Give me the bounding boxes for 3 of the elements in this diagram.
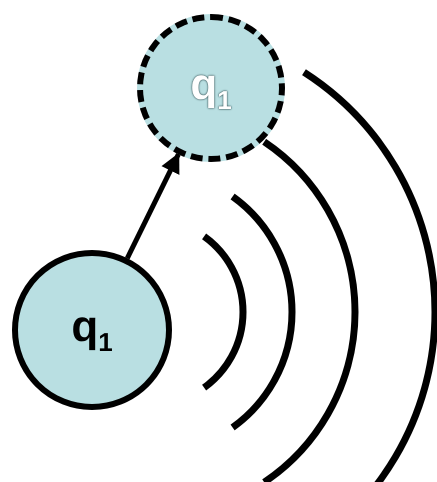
node-label: q$_{1}$ bbox=[71, 305, 113, 355]
arrow bbox=[125, 152, 181, 260]
node-label: q$_{1}$ bbox=[190, 63, 232, 113]
